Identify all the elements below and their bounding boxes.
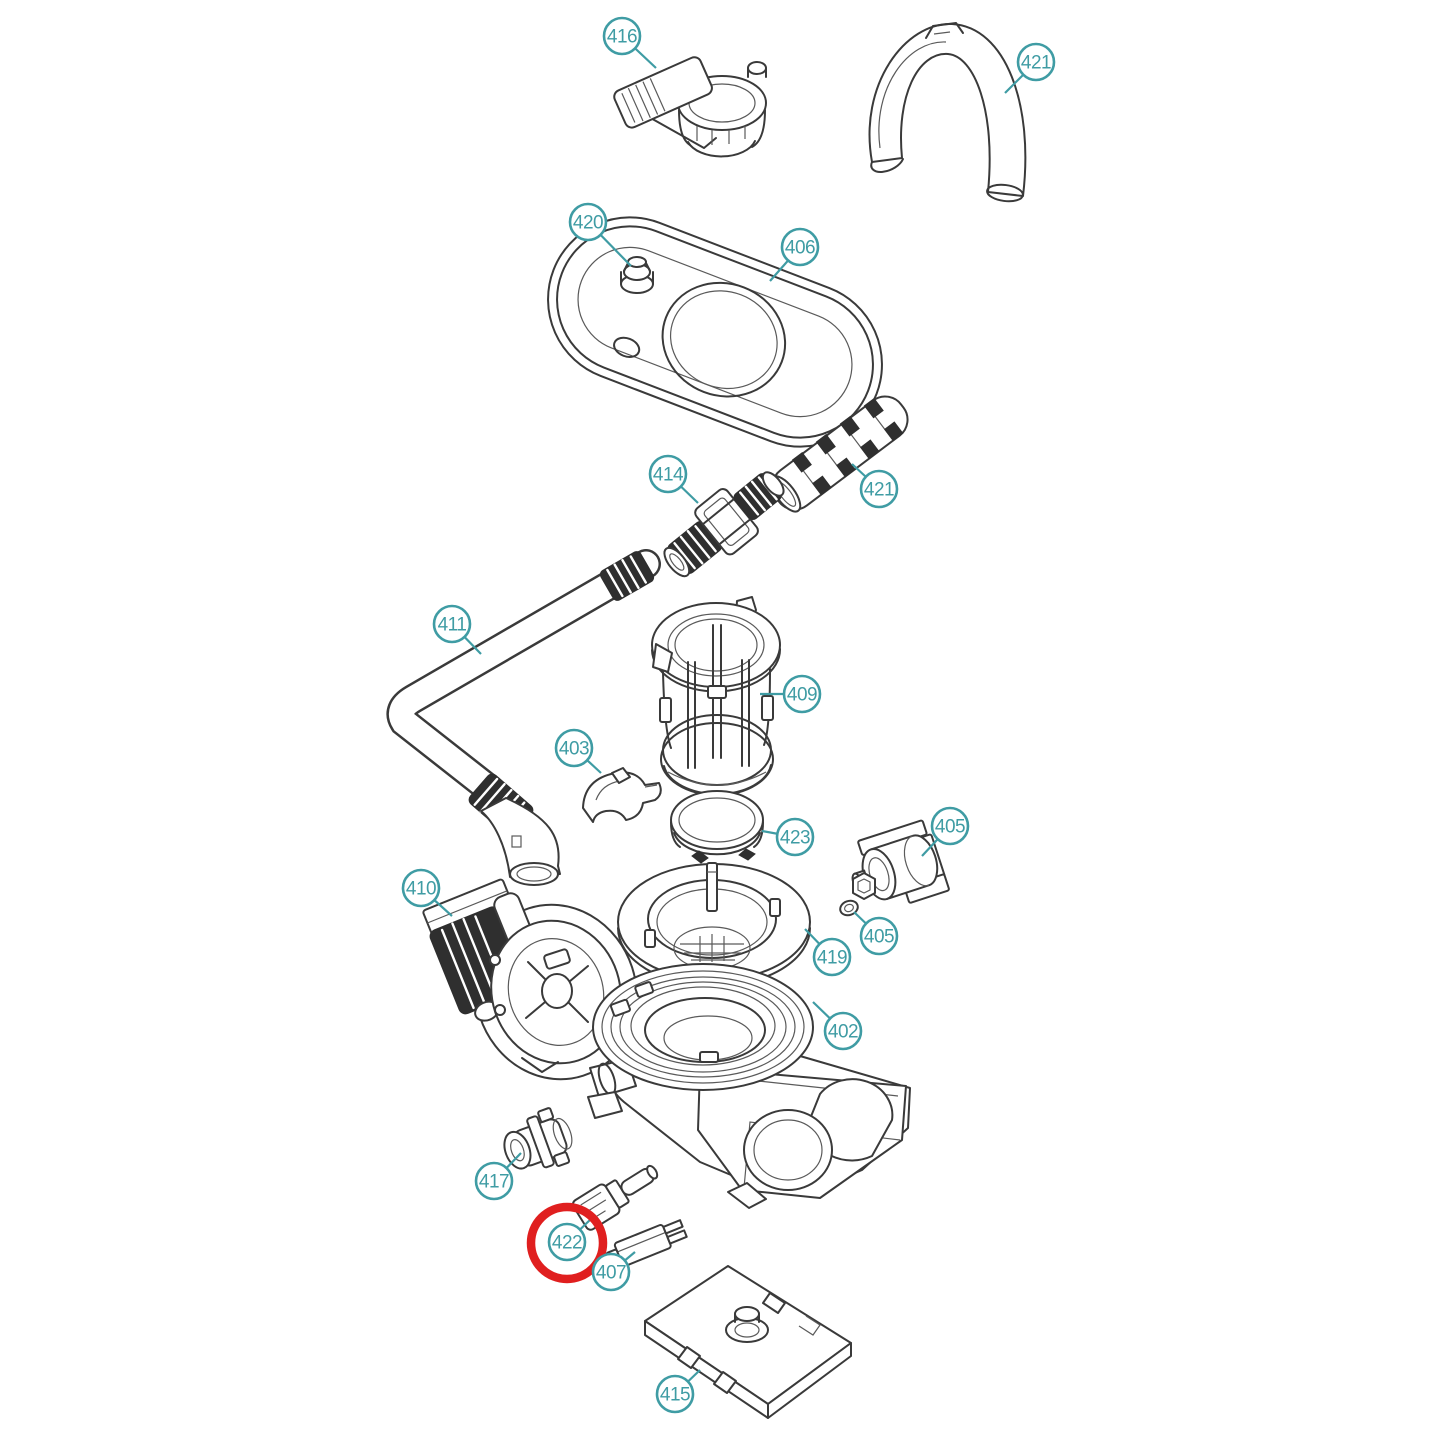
callout-balloon[interactable] [1016, 42, 1056, 82]
part-422-thermistor [571, 1164, 659, 1231]
part-411-drain-hose [386, 549, 661, 886]
callout-label: 420 [573, 213, 603, 234]
callout-balloon[interactable] [780, 227, 820, 267]
callout-balloon[interactable] [812, 937, 852, 977]
callout-label: 410 [406, 879, 436, 900]
callout-415[interactable]: 415 [655, 1369, 701, 1414]
part-402-sump-assembly [587, 963, 911, 1209]
callout-label: 416 [607, 27, 637, 48]
callout-label: 405 [935, 817, 965, 838]
part-416-fill-cap-assembly [613, 56, 767, 158]
callout-414[interactable]: 414 [648, 454, 699, 504]
callout-405[interactable]: 405 [921, 806, 970, 857]
part-414-check-valve [663, 471, 785, 578]
callout-405[interactable]: 405 [853, 911, 899, 956]
callout-label: 414 [653, 465, 684, 486]
part-410-drain-pump [422, 878, 638, 1081]
callout-balloon[interactable] [547, 1222, 587, 1262]
part-417-valve [503, 1107, 573, 1170]
callout-balloon[interactable] [859, 916, 899, 956]
callout-420[interactable]: 420 [568, 202, 632, 267]
callout-416[interactable]: 416 [602, 16, 657, 69]
callout-label: 407 [596, 1263, 626, 1284]
callout-label: 419 [817, 948, 847, 969]
part-405-washer [839, 899, 859, 917]
callout-403[interactable]: 403 [554, 728, 602, 774]
callout-409[interactable]: 409 [760, 674, 822, 714]
callout-label: 421 [1021, 53, 1051, 74]
callout-421[interactable]: 421 [1004, 42, 1056, 94]
callout-balloon[interactable] [655, 1374, 695, 1414]
callout-balloon[interactable] [775, 817, 815, 857]
callout-label: 415 [660, 1385, 690, 1406]
part-421-hose-sleeve [770, 395, 909, 513]
callout-balloon[interactable] [554, 728, 594, 768]
part-403-clip [582, 767, 662, 823]
callout-label: 409 [787, 685, 817, 706]
callout-label: 417 [479, 1172, 509, 1193]
part-415-cover-plate [644, 1265, 852, 1419]
callout-label: 405 [864, 927, 894, 948]
callout-402[interactable]: 402 [812, 1001, 863, 1051]
part-423-clamp-band [670, 790, 764, 864]
callout-balloon[interactable] [432, 604, 472, 644]
callout-406[interactable]: 406 [769, 227, 820, 282]
part-405-thermostat [851, 819, 950, 904]
callout-label: 403 [559, 739, 589, 760]
callout-balloon[interactable] [401, 868, 441, 908]
callout-label: 411 [438, 615, 467, 636]
callout-421[interactable]: 421 [851, 463, 899, 509]
callout-balloon[interactable] [859, 469, 899, 509]
part-409-filter-cage [651, 596, 782, 796]
highlight-ring [526, 1202, 608, 1284]
callout-423[interactable]: 423 [761, 817, 815, 857]
callout-balloon[interactable] [823, 1011, 863, 1051]
callout-balloon[interactable] [782, 674, 822, 714]
callout-410[interactable]: 410 [401, 868, 453, 917]
callout-balloon[interactable] [648, 454, 688, 494]
callout-balloon[interactable] [568, 202, 608, 242]
callout-419[interactable]: 419 [804, 928, 852, 977]
part-420-cap [620, 256, 654, 294]
callout-411[interactable]: 411 [432, 604, 482, 655]
callout-label: 422 [552, 1233, 582, 1254]
callout-balloon[interactable] [602, 16, 642, 56]
callout-label: 421 [864, 480, 894, 501]
callout-422[interactable]: 422 [526, 1202, 608, 1284]
part-421-drain-hose-crook [868, 22, 1027, 203]
callout-407[interactable]: 407 [591, 1251, 636, 1292]
callout-balloon[interactable] [591, 1252, 631, 1292]
callout-417[interactable]: 417 [474, 1152, 522, 1201]
callout-balloon[interactable] [930, 806, 970, 846]
callout-balloon[interactable] [474, 1161, 514, 1201]
callout-label: 423 [780, 828, 810, 849]
callout-label: 402 [828, 1022, 858, 1043]
callout-label: 406 [785, 238, 815, 259]
